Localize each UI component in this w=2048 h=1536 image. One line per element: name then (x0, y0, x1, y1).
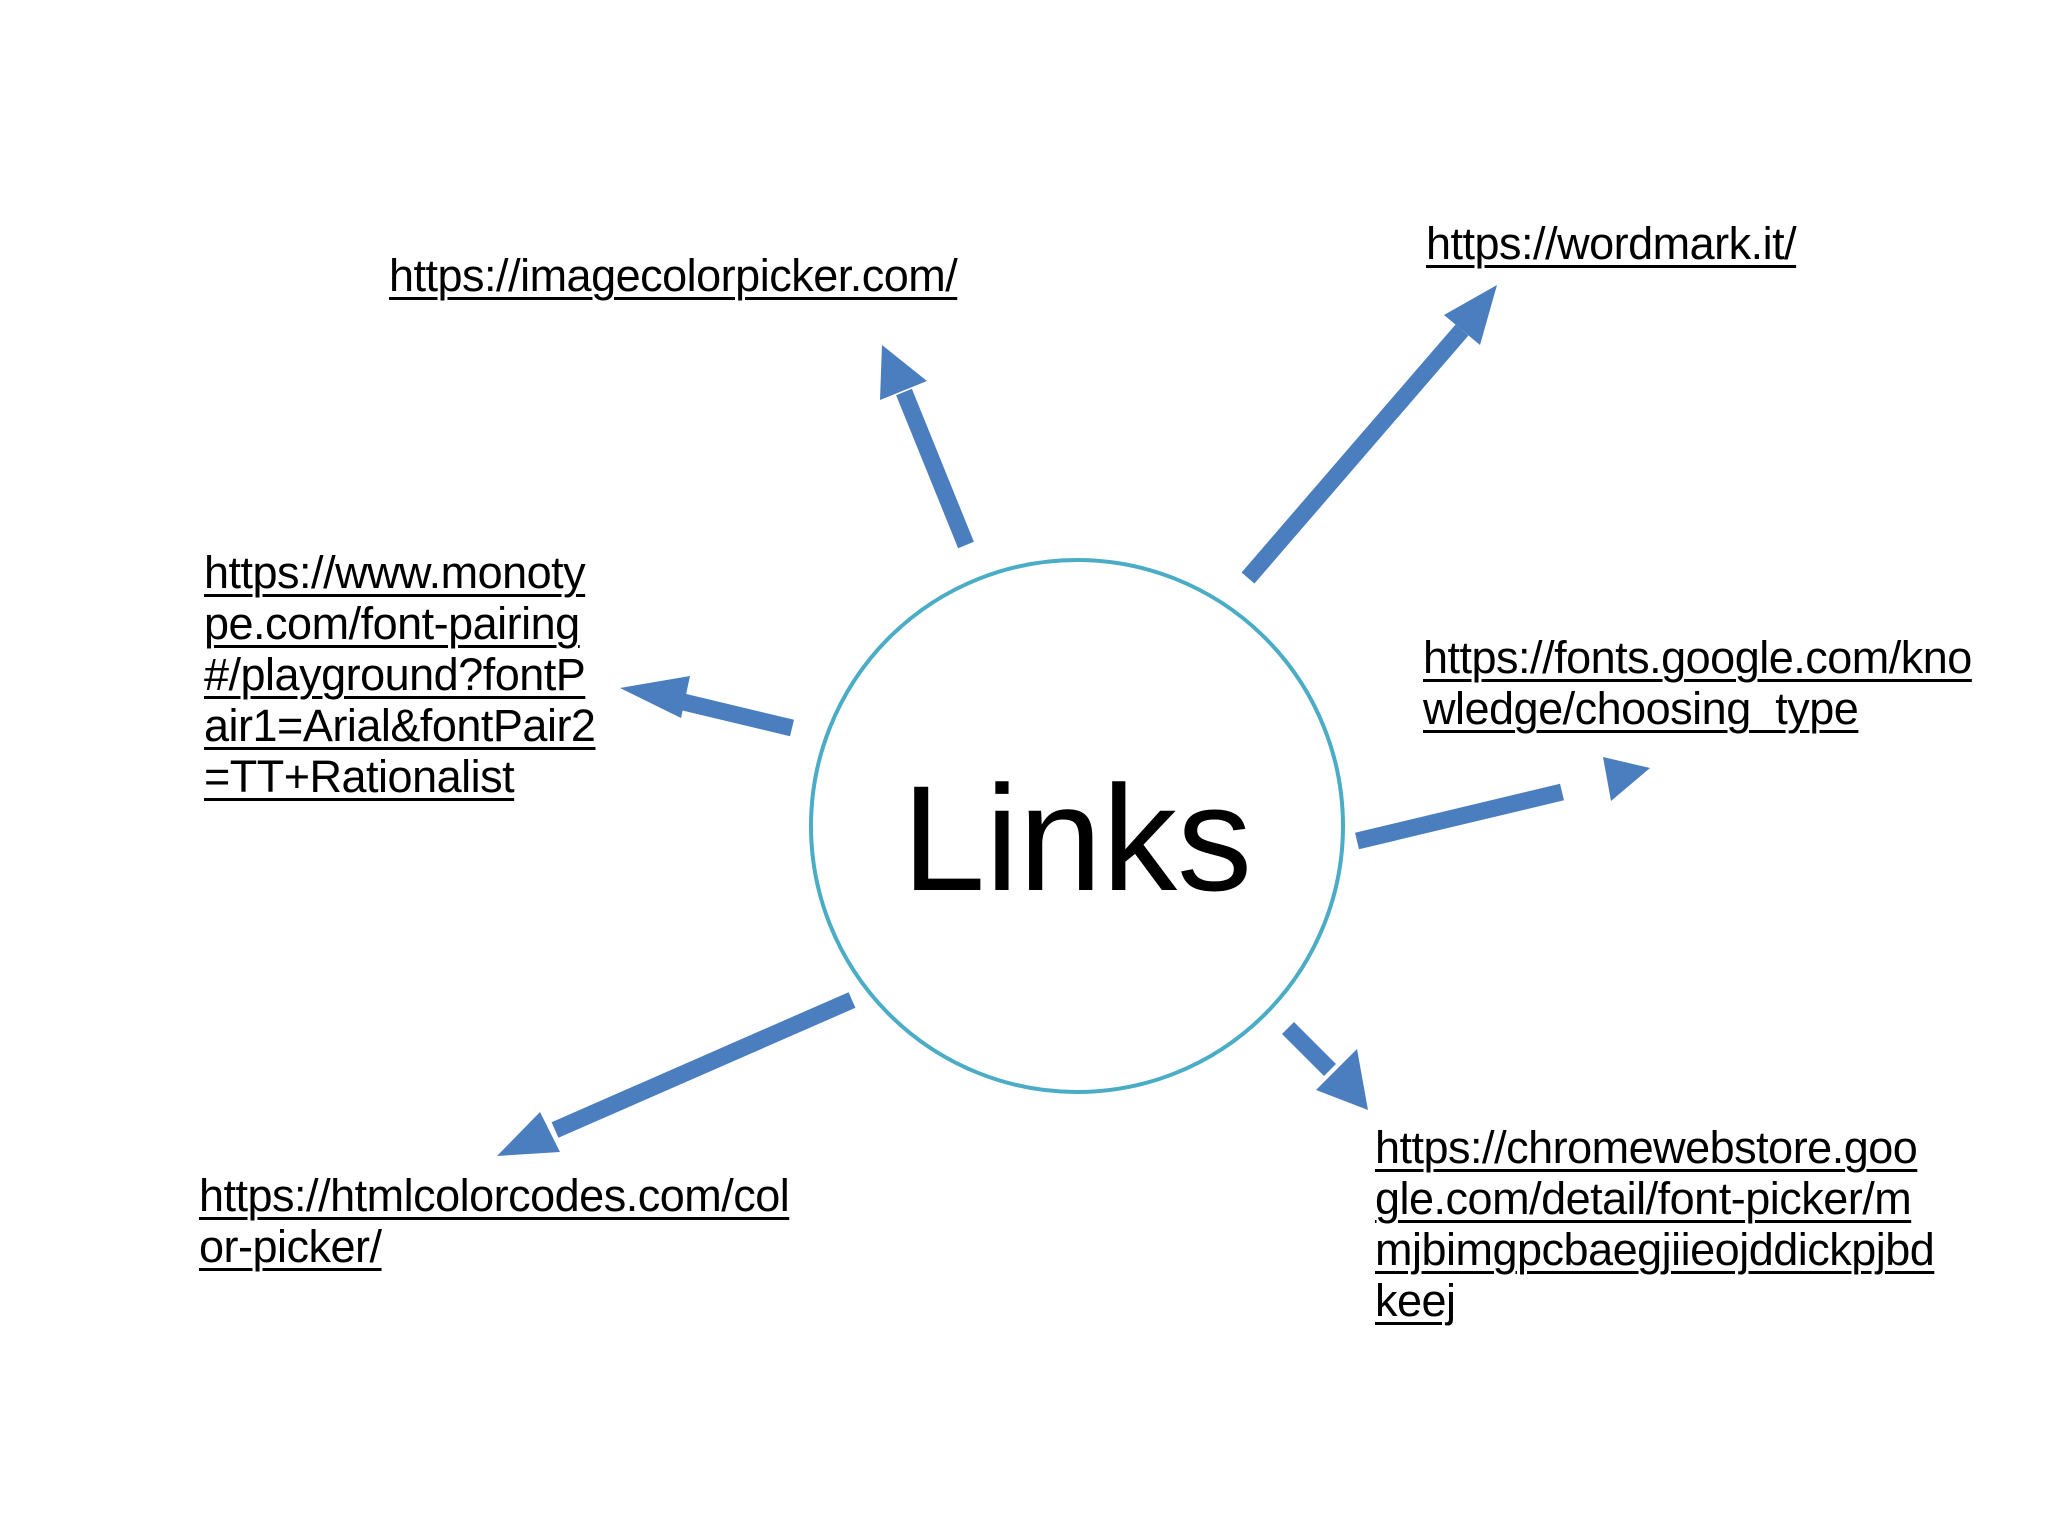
link-htmlcolorcodes[interactable]: https://htmlcolorcodes.com/color-picker/ (199, 1170, 790, 1272)
arrow-to-chromewebstore (1281, 1021, 1368, 1110)
link-imagecolorpicker[interactable]: https://imagecolorpicker.com/ (389, 250, 958, 301)
arrow-to-htmlcolorcodes (497, 992, 856, 1156)
link-wordmark[interactable]: https://wordmark.it/ (1426, 218, 1797, 269)
link-google-fonts-choosing-type[interactable]: https://fonts.google.com/knowledge/choos… (1423, 632, 1972, 734)
hub-circle (809, 558, 1345, 1094)
arrow-to-wordmark (1241, 285, 1497, 584)
arrow-to-googlefonts (1355, 757, 1650, 850)
link-chromewebstore-font-picker[interactable]: https://chromewebstore.google.com/detail… (1375, 1122, 1935, 1326)
link-monotype-font-pairing[interactable]: https://www.monotype.com/font-pairing#/p… (204, 547, 596, 802)
arrow-to-imagecolorpicker (880, 345, 974, 549)
hub-label: Links (901, 754, 1253, 922)
arrow-to-monotype (620, 676, 794, 737)
